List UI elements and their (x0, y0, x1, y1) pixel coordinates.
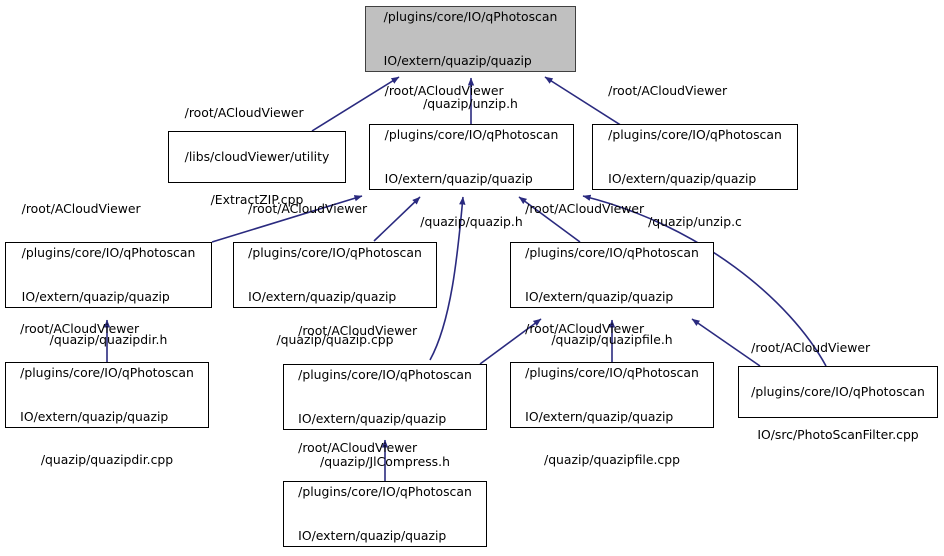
edge-jlcompress_h-to-quazip_h (429, 196, 466, 361)
edge-photoscanfilter_cpp-to-quazip_h (582, 194, 827, 367)
node-quazipfile-cpp[interactable]: /root/ACloudViewer /plugins/core/IO/qPho… (510, 321, 714, 467)
node-extractzip-cpp[interactable]: /root/ACloudViewer /libs/cloudViewer/uti… (168, 105, 346, 207)
node-jlcompress-h-label: /root/ACloudViewer /plugins/core/IO/qPho… (298, 323, 472, 470)
edge-quazip_cpp-to-quazip_h (373, 196, 421, 242)
node-unzip-h[interactable]: /root/ACloudViewer /plugins/core/IO/qPho… (365, 6, 576, 111)
node-quazip-h[interactable]: /root/ACloudViewer /plugins/core/IO/qPho… (369, 83, 574, 229)
edge-quazipdir_h-to-quazip_h (211, 195, 363, 243)
edge-quazipfile_h-to-quazip_h (518, 196, 581, 243)
node-quazipfile-cpp-label: /root/ACloudViewer /plugins/core/IO/qPho… (525, 321, 699, 468)
node-quazip-cpp-label: /root/ACloudViewer /plugins/core/IO/qPho… (248, 201, 422, 348)
node-jlcompress-cpp[interactable]: /root/ACloudViewer /plugins/core/IO/qPho… (283, 440, 487, 547)
node-unzip-c[interactable]: /root/ACloudViewer /plugins/core/IO/qPho… (592, 83, 798, 229)
node-photoscanfilter-cpp[interactable]: /root/ACloudViewer /plugins/core/IO/qPho… (738, 340, 938, 442)
node-unzip-h-label: /root/ACloudViewer /plugins/core/IO/qPho… (383, 8, 558, 112)
edge-jlcompress_h-to-quazipfile_h (479, 318, 542, 365)
edge-unzip_c-to-unzip_h (544, 76, 631, 132)
node-jlcompress-h[interactable]: /root/ACloudViewer /plugins/core/IO/qPho… (283, 323, 487, 469)
edge-photoscanfilter_cpp-to-quazipfile_h (691, 318, 761, 367)
node-quazipdir-h[interactable]: /root/ACloudViewer /plugins/core/IO/qPho… (5, 201, 212, 347)
node-quazipfile-h[interactable]: /root/ACloudViewer /plugins/core/IO/qPho… (510, 201, 714, 347)
node-quazip-h-label: /root/ACloudViewer /plugins/core/IO/qPho… (384, 83, 559, 230)
node-quazip-cpp[interactable]: /root/ACloudViewer /plugins/core/IO/qPho… (233, 201, 437, 347)
node-unzip-c-label: /root/ACloudViewer /plugins/core/IO/qPho… (608, 83, 782, 230)
edge-extractzip_cpp-to-unzip_h (311, 76, 400, 132)
node-quazipdir-cpp-label: /root/ACloudViewer /plugins/core/IO/qPho… (20, 321, 194, 468)
node-photoscanfilter-cpp-label: /root/ACloudViewer /plugins/core/IO/qPho… (751, 339, 925, 443)
node-quazipfile-h-label: /root/ACloudViewer /plugins/core/IO/qPho… (525, 201, 699, 348)
node-jlcompress-cpp-label: /root/ACloudViewer /plugins/core/IO/qPho… (298, 440, 472, 543)
node-quazipdir-cpp[interactable]: /root/ACloudViewer /plugins/core/IO/qPho… (5, 321, 209, 467)
node-quazipdir-h-label: /root/ACloudViewer /plugins/core/IO/qPho… (21, 201, 196, 348)
node-extractzip-cpp-label: /root/ACloudViewer /libs/cloudViewer/uti… (184, 104, 330, 208)
